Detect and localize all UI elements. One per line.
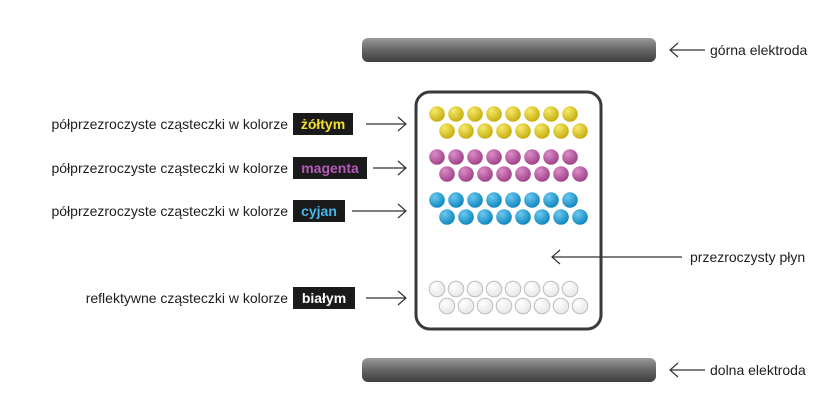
magenta-particle <box>467 149 483 165</box>
yellow-particle <box>534 123 550 139</box>
magenta-particle <box>486 149 502 165</box>
yellow-particle <box>429 106 445 122</box>
cyan-particle <box>458 209 474 225</box>
row-yellow-label: półprzezroczyste cząsteczki w kolorze <box>51 116 288 132</box>
yellow-particle <box>524 106 540 122</box>
yellow-particle <box>505 106 521 122</box>
white-particle <box>447 280 465 298</box>
top-electrode-arrow <box>669 42 705 58</box>
cyan-particle <box>562 192 578 208</box>
white-particle <box>523 280 541 298</box>
yellow-particle <box>496 123 512 139</box>
bottom-electrode-label: dolna elektroda <box>710 362 806 378</box>
white-particle <box>485 280 503 298</box>
magenta-particle <box>496 166 512 182</box>
cyan-particle <box>448 192 464 208</box>
white-particle <box>457 297 475 315</box>
cyan-particle <box>543 192 559 208</box>
magenta-particles <box>429 149 588 182</box>
white-particle <box>476 297 494 315</box>
magenta-particle <box>477 166 493 182</box>
white-particle <box>438 297 456 315</box>
yellow-particle <box>572 123 588 139</box>
row-white-label: reflektywne cząsteczki w kolorze <box>86 290 289 306</box>
row-magenta-label: półprzezroczyste cząsteczki w kolorze <box>51 160 288 176</box>
row-yellow-badge <box>293 113 353 135</box>
magenta-particle <box>572 166 588 182</box>
cyan-particle <box>496 209 512 225</box>
magenta-particle <box>515 166 531 182</box>
cyan-particle <box>486 192 502 208</box>
white-particle <box>552 297 570 315</box>
white-particle <box>542 280 560 298</box>
cyan-particle <box>477 209 493 225</box>
yellow-particle <box>439 123 455 139</box>
bottom-electrode-arrow <box>669 362 705 378</box>
yellow-particle <box>515 123 531 139</box>
magenta-particle <box>543 149 559 165</box>
magenta-particle <box>524 149 540 165</box>
cyan-particle <box>515 209 531 225</box>
yellow-particle <box>553 123 569 139</box>
magenta-particle <box>458 166 474 182</box>
row-yellow-badge-text: żółtym <box>301 116 345 132</box>
row-cyan-badge <box>293 200 345 222</box>
magenta-particle <box>448 149 464 165</box>
yellow-particle <box>543 106 559 122</box>
cyan-particle <box>467 192 483 208</box>
row-magenta-badge <box>293 157 367 179</box>
white-particle <box>514 297 532 315</box>
cyan-particle <box>439 209 455 225</box>
row-cyan-label: półprzezroczyste cząsteczki w kolorze <box>51 203 288 219</box>
magenta-particle <box>439 166 455 182</box>
row-white-badge <box>293 287 355 309</box>
white-particle <box>495 297 513 315</box>
yellow-particle <box>477 123 493 139</box>
row-white-badge-text: białym <box>302 290 346 306</box>
yellow-particles <box>429 106 588 139</box>
white-particle <box>466 280 484 298</box>
yellow-particle <box>448 106 464 122</box>
row-magenta: półprzezroczyste cząsteczki w kolorze ma… <box>51 157 407 179</box>
fluid-label: przezroczysty płyn <box>690 249 805 265</box>
cyan-particle <box>534 209 550 225</box>
fluid-arrow <box>551 249 682 265</box>
yellow-particle <box>467 106 483 122</box>
white-particle <box>571 297 589 315</box>
cyan-particles <box>429 192 588 225</box>
bottom-electrode <box>362 358 656 382</box>
row-cyan: półprzezroczyste cząsteczki w kolorze cy… <box>51 200 407 222</box>
cyan-particle <box>553 209 569 225</box>
yellow-particle <box>562 106 578 122</box>
top-electrode-label: górna elektroda <box>710 42 808 58</box>
magenta-particle <box>534 166 550 182</box>
magenta-particle <box>553 166 569 182</box>
cyan-particle <box>429 192 445 208</box>
row-yellow: półprzezroczyste cząsteczki w kolorze żó… <box>51 113 407 135</box>
white-particle <box>504 280 522 298</box>
yellow-particle <box>486 106 502 122</box>
white-particle <box>533 297 551 315</box>
row-cyan-badge-text: cyjan <box>301 203 337 219</box>
white-particles <box>428 280 589 315</box>
top-electrode <box>362 38 656 62</box>
white-particle <box>561 280 579 298</box>
cyan-particle <box>572 209 588 225</box>
magenta-particle <box>429 149 445 165</box>
magenta-particle <box>562 149 578 165</box>
row-white: reflektywne cząsteczki w kolorze białym <box>86 287 407 309</box>
white-particle <box>428 280 446 298</box>
cyan-particle <box>505 192 521 208</box>
row-magenta-badge-text: magenta <box>301 160 359 176</box>
magenta-particle <box>505 149 521 165</box>
cyan-particle <box>524 192 540 208</box>
yellow-particle <box>458 123 474 139</box>
